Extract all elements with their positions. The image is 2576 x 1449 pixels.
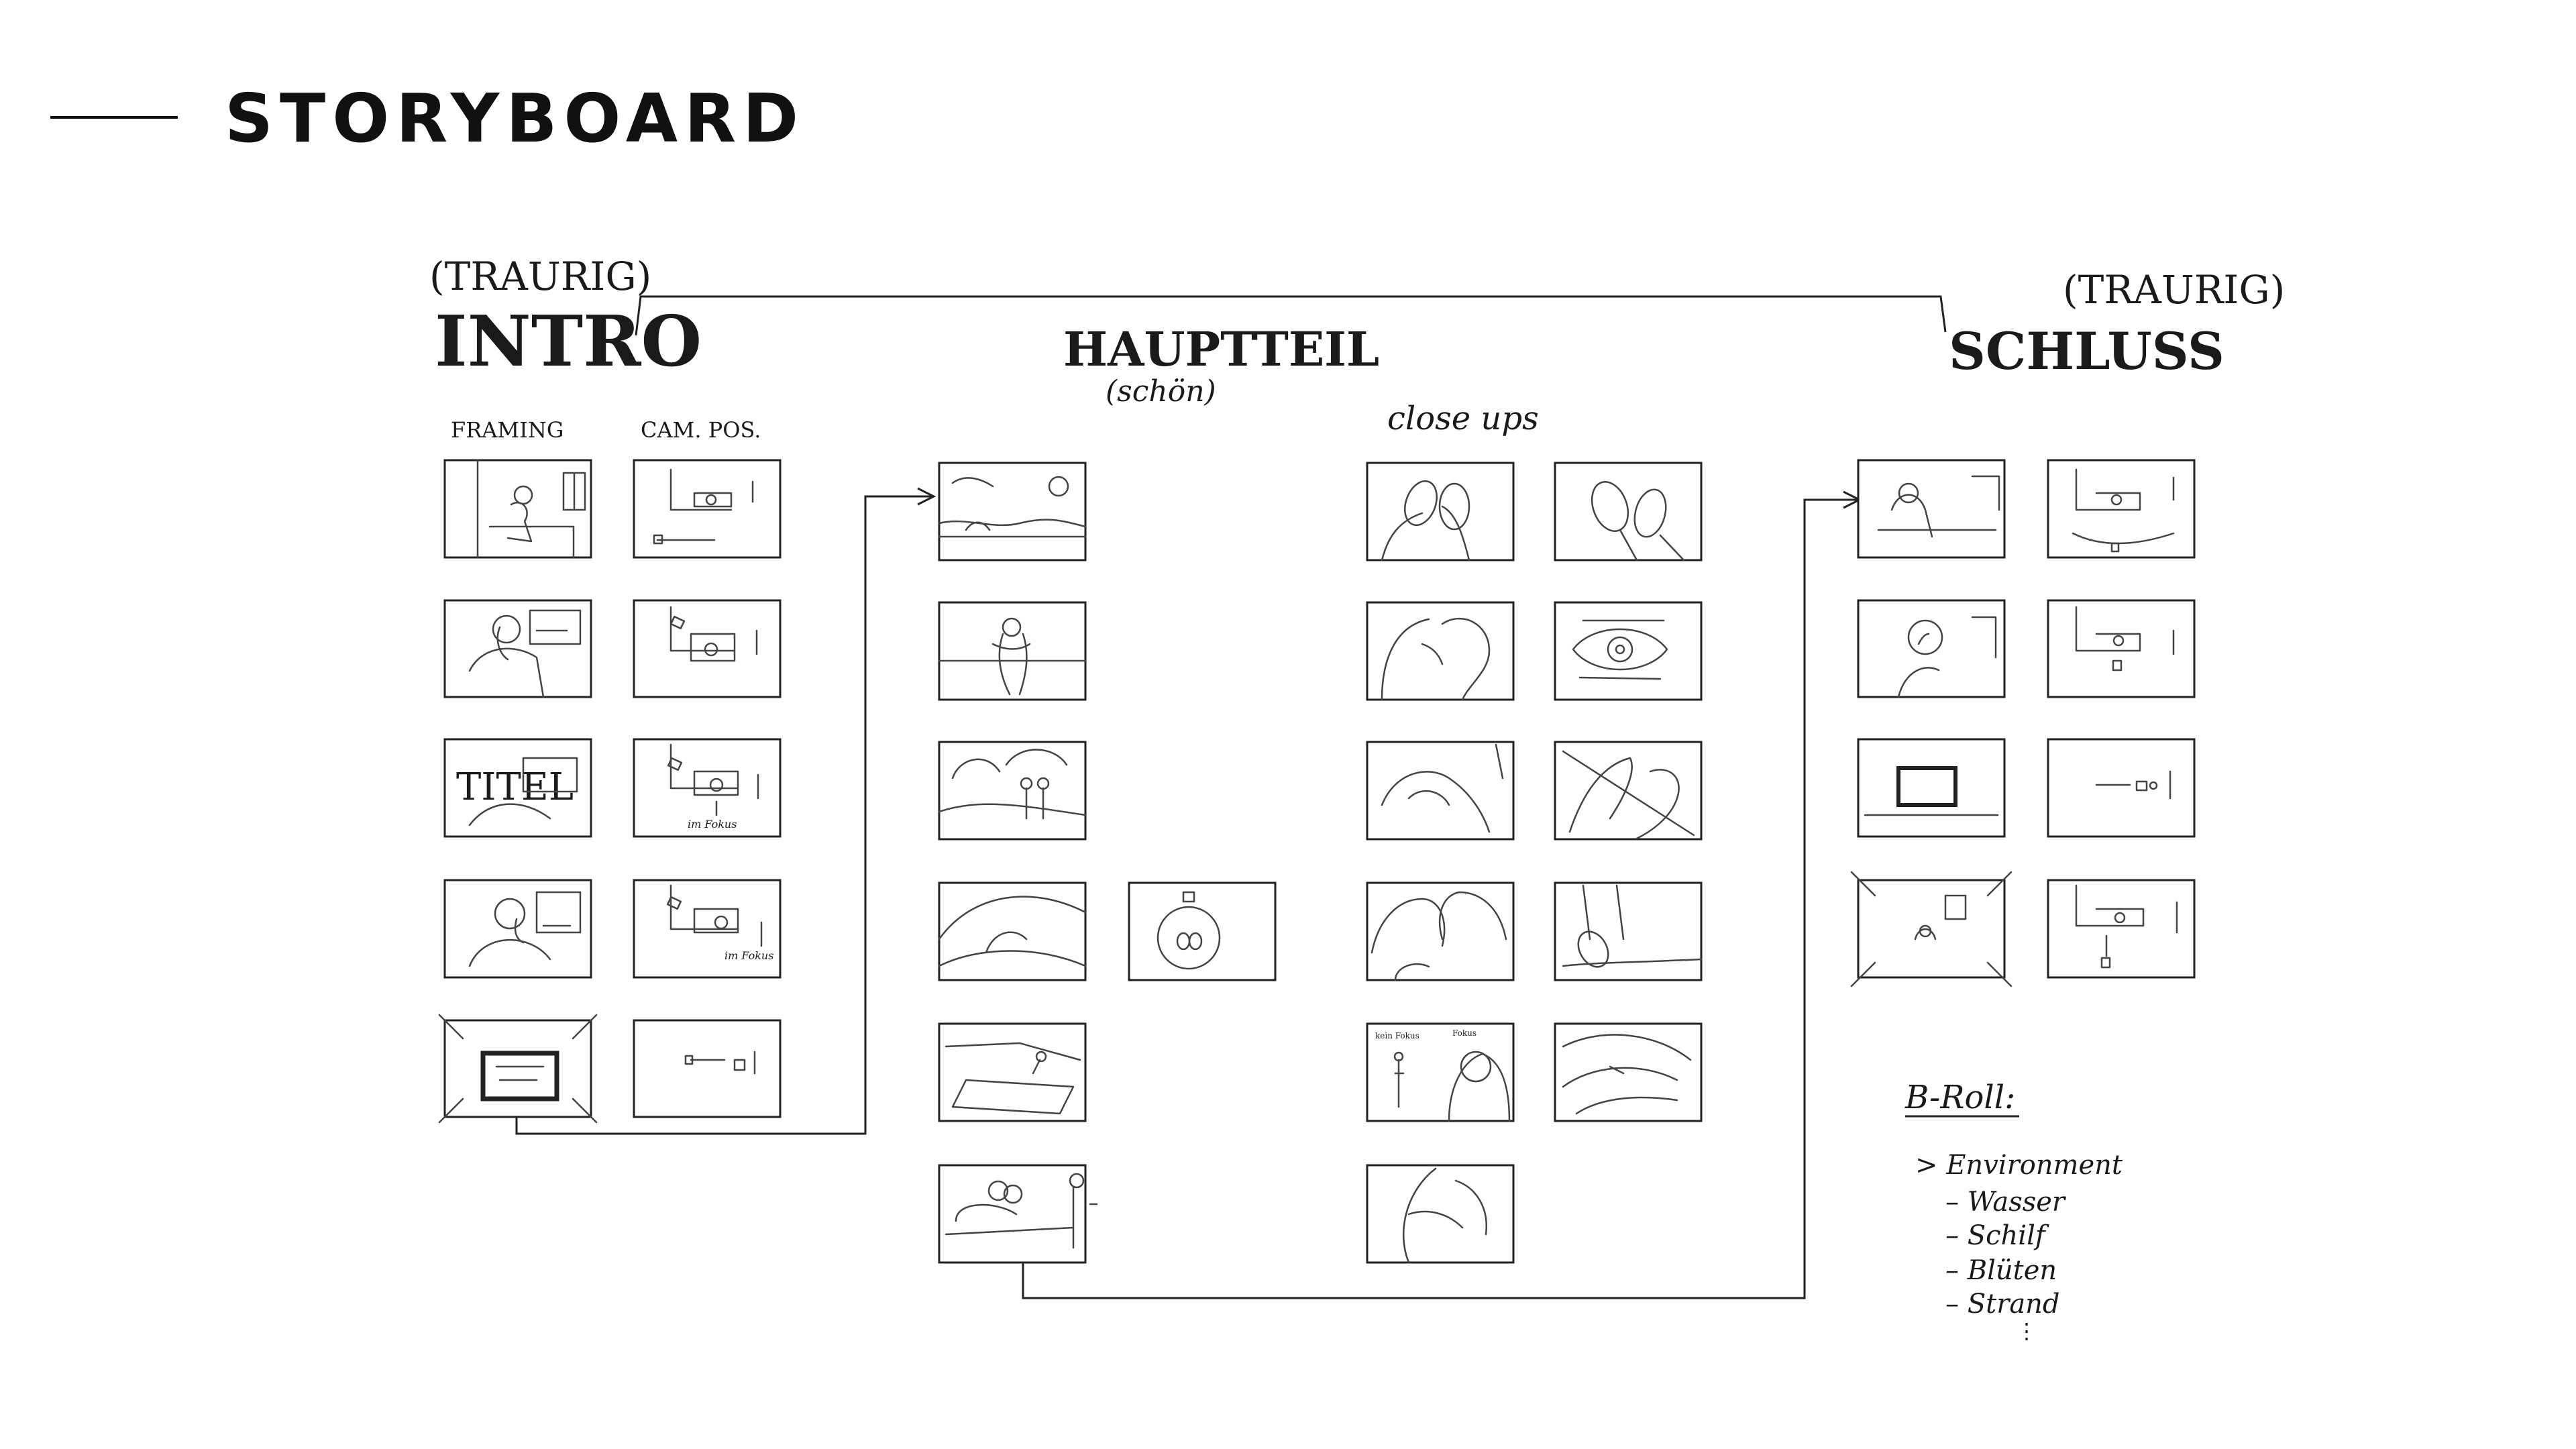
storyboard-panel [1366,881,1515,981]
hauptteil-mood-label: (schön) [1106,374,1216,409]
storyboard-panel [633,1019,782,1118]
intro-schluss-bracket [635,295,1947,336]
storyboard-panel [633,599,782,698]
close-ups-label: close ups [1387,400,1539,437]
storyboard-panel: im Fokus [633,879,782,979]
storyboard-panel [938,881,1087,981]
storyboard-panel [443,879,592,979]
storyboard-panel [2047,879,2196,979]
storyboard-panel [1850,871,2012,987]
title-card-text: TITEL [456,765,574,809]
storyboard-panel [1554,1022,1703,1122]
storyboard-panel [1128,881,1277,981]
storyboard-panel [1857,738,2006,838]
b-roll-item: > Environment [1915,1150,2123,1181]
storyboard-panel [1554,462,1703,561]
storyboard-panel [438,1014,598,1124]
storyboard-panel [443,599,592,698]
storyboard-panel [2047,599,2196,698]
panel-note: kein Fokus [1375,1031,1419,1040]
storyboard-panel [1554,741,1703,841]
storyboard-panel [1366,462,1515,561]
campos-column-label: CAM. POS. [641,417,761,443]
b-roll-title: B-Roll: [1904,1079,2015,1116]
b-roll-item: – Strand [1945,1289,2060,1320]
framing-column-label: FRAMING [451,417,564,443]
intro-to-hauptteil-connector [515,495,932,1135]
schluss-heading: SCHLUSS [1949,321,2224,381]
schluss-mood-label: (TRAURIG) [2063,267,2285,313]
storyboard-panel [2047,738,2196,838]
storyboard-panel [633,459,782,559]
storyboard-panel [1366,601,1515,701]
storyboard-panel: kein Fokus Fokus [1366,1022,1515,1122]
intro-heading: INTRO [435,300,702,382]
title-rule [50,116,178,119]
storyboard-panel [1554,881,1703,981]
b-roll-item: – Wasser [1945,1187,2067,1218]
storyboard-panel [938,1022,1087,1122]
storyboard-panel [1857,459,2006,559]
hauptteil-heading: HAUPTTEIL [1063,321,1379,377]
panel-note: im Fokus [688,818,737,830]
hauptteil-to-schluss-connector [1022,498,1858,1299]
storyboard-panel: TITEL [443,738,592,838]
page-title: STORYBOARD [225,79,806,158]
storyboard-panel [1366,741,1515,841]
panel-note: im Fokus [724,949,773,962]
b-roll-item: ⋮ [2016,1318,2037,1344]
storyboard-panel: im Fokus [633,738,782,838]
panel-note: Fokus [1452,1028,1477,1038]
connector-arrowhead [917,487,936,506]
storyboard-panel [938,462,1087,561]
b-roll-item: – Schilf [1945,1220,2049,1251]
b-roll-item: – Blüten [1945,1255,2057,1286]
storyboard-panel [1366,1164,1515,1264]
storyboard-panel [938,601,1087,701]
storyboard-panel [1857,599,2006,698]
storyboard-panel [2047,459,2196,559]
storyboard-panel [443,459,592,559]
intro-mood-label: (TRAURIG) [429,254,651,299]
storyboard-panel [938,1164,1098,1264]
storyboard-panel [938,741,1087,841]
storyboard-panel [1554,601,1703,701]
